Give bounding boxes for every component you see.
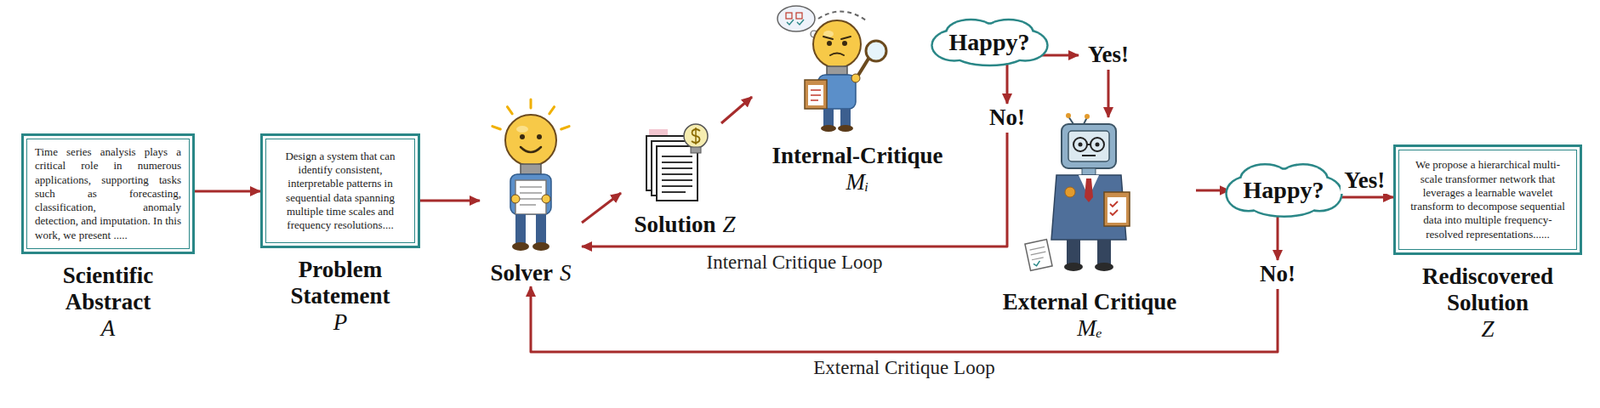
card-body-text: We propose a hierarchical multi-scale tr… <box>1406 158 1569 242</box>
label-row: SolutionZ <box>633 211 735 239</box>
cloud-fill <box>932 20 1046 65</box>
math-symbol: Mₑ <box>1076 315 1103 342</box>
external-critic-figure <box>1024 113 1130 272</box>
math-symbol: Z <box>723 211 736 239</box>
solver-figure <box>492 99 570 251</box>
math-symbol: S <box>559 260 572 287</box>
connector-arrow <box>581 132 1008 247</box>
connector-arrow <box>1195 189 1230 193</box>
internal-critic-figure <box>777 5 887 132</box>
abstract-card: Time series analysis plays a critical ro… <box>21 133 195 342</box>
edge-label: Yes! <box>1340 167 1389 194</box>
text-card-frame: We propose a hierarchical multi-scale tr… <box>1393 144 1583 256</box>
connector-arrow <box>1107 69 1111 118</box>
connector-arrow <box>1041 54 1080 57</box>
connector-arrow <box>194 190 261 194</box>
card-body-text: Design a system that can identify consis… <box>273 149 407 234</box>
answer-word: No! <box>981 103 1033 133</box>
connector-arrow <box>1006 62 1009 104</box>
connector-arrow <box>530 286 1278 353</box>
node-heading: Scientific Abstract <box>21 262 195 316</box>
problem-card: Design a system that can identify consis… <box>260 133 421 336</box>
connector-arrow <box>1276 214 1280 261</box>
connector-arrow <box>1336 196 1395 200</box>
solution-document-icon <box>646 124 708 201</box>
node-heading: Problem Statement <box>260 256 421 310</box>
node-heading: Solution <box>633 211 716 239</box>
external-critique-node: External CritiqueMₑ <box>983 117 1196 342</box>
answer-text: No! <box>1259 261 1296 288</box>
solution-card: We propose a hierarchical multi-scale tr… <box>1393 144 1583 343</box>
node-heading: Solver <box>490 260 554 287</box>
node-heading: External Critique <box>1002 289 1178 316</box>
cloud-edge <box>932 20 1046 65</box>
text-card-frame: Design a system that can identify consis… <box>260 133 421 249</box>
answer-word: Yes! <box>1078 40 1139 70</box>
node-heading: Rediscovered Solution <box>1393 263 1583 317</box>
answer-text: No! <box>989 105 1025 131</box>
connector-arrow <box>721 96 752 124</box>
connector-arrow <box>581 193 621 223</box>
math-symbol: Mᵢ <box>846 169 870 196</box>
edge-label: Internal Critique Loop <box>703 251 887 274</box>
decision-cloud: Happy? <box>1224 163 1344 218</box>
cloud-fill <box>1226 165 1340 217</box>
solver-node: SolverS <box>479 97 582 287</box>
answer-word: No! <box>1252 260 1304 290</box>
label-row: SolverS <box>490 260 572 287</box>
node-heading: Internal-Critique <box>772 142 944 170</box>
decision-text: Happy? <box>949 29 1031 57</box>
cloud-edge <box>1226 165 1340 217</box>
internal-critique-node: Internal-CritiqueMᵢ <box>751 3 963 196</box>
card-body-text: Time series analysis plays a critical ro… <box>34 145 182 243</box>
answer-text: Yes! <box>1087 42 1129 69</box>
math-symbol: Z <box>1393 316 1583 343</box>
math-symbol: P <box>260 309 421 336</box>
solution-node: SolutionZ <box>620 123 749 239</box>
text-card-frame: Time series analysis plays a critical ro… <box>21 133 195 255</box>
decision-text: Happy? <box>1243 177 1325 205</box>
edge-label: External Critique Loop <box>809 357 998 380</box>
decision-cloud: Happy? <box>930 18 1049 67</box>
connector-arrow <box>420 199 480 203</box>
math-symbol: A <box>21 315 195 342</box>
